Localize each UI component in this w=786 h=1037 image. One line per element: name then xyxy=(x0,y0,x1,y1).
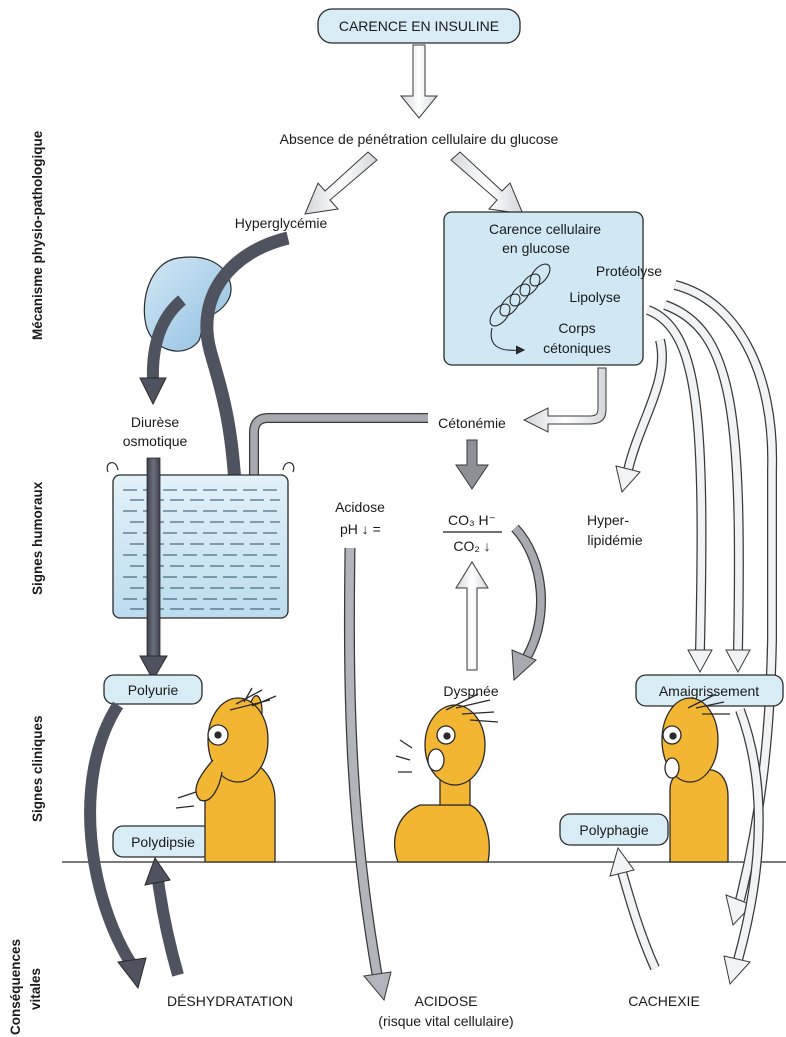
arrow-amaigrissement-to-cachexie-fill xyxy=(734,708,763,961)
arrow-lipolyse-to-amaigrissement-2-fill xyxy=(663,301,743,651)
polyurie-pill xyxy=(103,674,203,705)
ratio-denominator: CO₂ ↓ xyxy=(453,538,490,554)
acidose-label: Acidose xyxy=(335,499,385,515)
hyperglycemie-label: Hyperglycémie xyxy=(235,215,328,231)
arrow-polyurie-to-deshydratation-head xyxy=(117,957,147,990)
arrow-polyurie-to-deshydratation xyxy=(84,701,138,969)
arrow-lipolyse-to-hyperlipidemie-head xyxy=(615,465,641,494)
diurese-label-2: osmotique xyxy=(123,433,188,449)
ratio-numerator: CO₃ H⁻ xyxy=(448,512,496,528)
carence-label-2: en glucose xyxy=(502,240,570,256)
arrow-ratio-to-dyspnee-head xyxy=(511,649,537,682)
arrow-lipolyse-to-amaigrissement-1-fill xyxy=(646,306,706,651)
arrow-cachexie-to-polyphagie-fill xyxy=(618,870,659,970)
cetonemie-label: Cétonémie xyxy=(438,415,506,431)
side-label-cliniques: Signes cliniques xyxy=(30,715,45,822)
figure-hungry-illustration xyxy=(661,693,730,863)
polydipsie-label: Polydipsie xyxy=(131,834,195,850)
diurese-label-1: Diurèse xyxy=(131,414,179,430)
proteolyse-label: Protéolyse xyxy=(596,263,662,279)
arrow-lipolyse-to-amaigrissement-2-head xyxy=(725,649,751,674)
deshydratation-label: DÉSHYDRATATION xyxy=(167,993,293,1009)
corps-label-1: Corps xyxy=(558,320,595,336)
arrow-lipolyse-to-amaigrissement-1 xyxy=(646,305,707,651)
side-label-consequences-2: vitales xyxy=(28,968,43,1010)
polyphagie-label: Polyphagie xyxy=(579,822,648,838)
arrow-lipolyse-to-hyperlipidemie-fill xyxy=(624,339,666,471)
arrow-diurese-to-polyurie-head xyxy=(139,655,168,682)
arrow-diurese-to-polyurie xyxy=(146,457,161,659)
arrow-dyspnee-to-ratio xyxy=(455,561,489,671)
arrow-deshydratation-to-polydipsie xyxy=(152,879,184,977)
arrow-lipolyse-to-amaigrissement-1-head xyxy=(687,649,713,674)
water-tank xyxy=(106,462,295,619)
carence-cellulaire-box xyxy=(443,211,644,366)
arrow-hyperglycemie-to-water xyxy=(200,231,290,511)
acidose-final-label: ACIDOSE xyxy=(414,993,477,1009)
arrow-ratio-to-dyspnee-fill xyxy=(512,525,545,662)
top-box xyxy=(317,8,521,44)
corps-label-2: cétoniques xyxy=(543,340,611,356)
arrow-acidose-to-final-fill xyxy=(345,547,383,981)
side-label-humoraux: Signes humoraux xyxy=(30,481,45,595)
amaigrissement-pill xyxy=(635,674,784,707)
ph-label: pH ↓ = xyxy=(340,521,381,537)
hyper-label-1: Hyper- xyxy=(587,512,629,528)
coil-icon xyxy=(489,263,551,355)
figure-thirsty-illustration xyxy=(175,687,277,863)
arrow-insulin-to-absence xyxy=(399,44,439,119)
polyurie-label: Polyurie xyxy=(128,682,179,698)
arrow-corps-to-cetonemie xyxy=(522,367,607,433)
carence-label-1: Carence cellulaire xyxy=(489,221,601,237)
arrow-cachexie-to-polyphagie-head xyxy=(609,846,635,877)
arrow-acidose-to-final-head xyxy=(363,971,392,1002)
lipolyse-label: Lipolyse xyxy=(569,289,621,305)
hyper-label-2: lipidémie xyxy=(587,532,642,548)
polyphagie-pill xyxy=(559,813,669,846)
arrow-kidney-to-diurese-head xyxy=(139,377,167,406)
risque-label: (risque vital cellulaire) xyxy=(378,1013,513,1029)
side-label-mecanisme: Mécanisme physio-pathologique xyxy=(30,130,45,340)
dyspnee-label: Dyspnée xyxy=(443,683,498,699)
figure-dyspnea-illustration xyxy=(394,693,499,863)
arrow-deshydratation-to-polydipsie-head xyxy=(144,856,171,886)
absence-label: Absence de pénétration cellulaire du glu… xyxy=(280,131,559,147)
arrow-cetonemie-to-water-fill xyxy=(250,414,428,530)
side-label-consequences-1: Conséquences xyxy=(8,939,23,1035)
amaigrissement-label: Amaigrissement xyxy=(659,683,759,699)
arrow-amaigrissement-to-cachexie-head xyxy=(723,955,751,986)
arrow-absence-to-hyperglycemie xyxy=(304,151,378,215)
arrow-kidney-to-diurese xyxy=(146,295,187,381)
side-labels: Mécanisme physio-pathologique Signes hum… xyxy=(8,130,45,1035)
top-box-label: CARENCE EN INSULINE xyxy=(339,18,499,34)
arrow-absence-to-carence xyxy=(450,151,524,215)
arrow-cetonemie-to-ratio xyxy=(455,439,489,490)
cachexie-label: CACHEXIE xyxy=(628,993,700,1009)
arrow-proteolyse-to-cachexie-head xyxy=(725,894,753,927)
